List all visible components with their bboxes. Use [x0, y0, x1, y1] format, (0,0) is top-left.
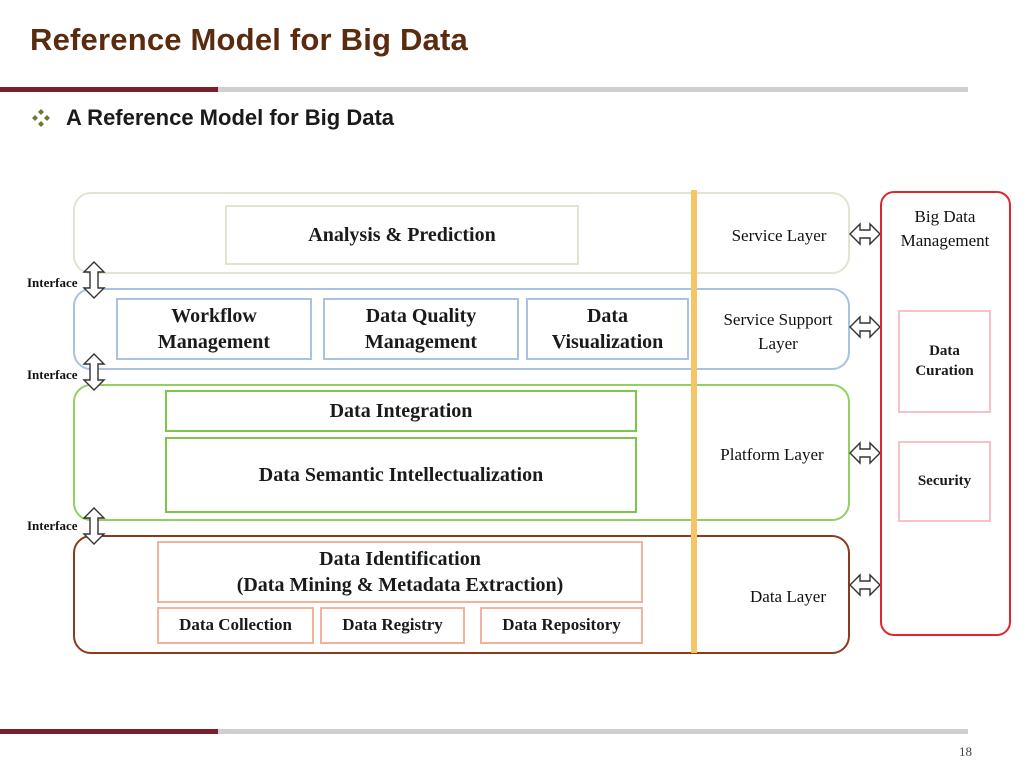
interface-label-1: Interface — [27, 275, 78, 290]
slide-title: Reference Model for Big Data — [30, 22, 468, 57]
security-box: Security — [898, 441, 991, 522]
bottom-rule — [0, 729, 968, 734]
data-integration-label: Data Integration — [329, 400, 473, 422]
data-semantic-intellectualization-box: Data Semantic Intellectualization — [165, 437, 637, 513]
data-quality-management-box: Data Quality Management — [323, 298, 519, 360]
data-registry-box: Data Registry — [320, 607, 465, 644]
data-collection-box: Data Collection — [157, 607, 314, 644]
data-semantic-intellectualization-label: Data Semantic Intellectualization — [258, 464, 544, 486]
bullet-text: A Reference Model for Big Data — [66, 105, 395, 131]
data-collection-label: Data Collection — [179, 615, 292, 635]
big-data-management-panel — [880, 191, 1011, 636]
data-identification-label: Data Identification — [319, 548, 481, 570]
interface-label-2: Interface — [27, 367, 78, 382]
security-label: Security — [917, 472, 972, 489]
diamond-bullet-icon — [32, 109, 50, 128]
service-support-layer-label: Service Support Layer — [723, 310, 833, 353]
data-curation-label: Data Curation — [915, 343, 974, 379]
bullet-item: A Reference Model for Big Data — [30, 104, 394, 131]
data-visualization-box: Data Visualization — [526, 298, 689, 360]
data-repository-label: Data Repository — [502, 615, 621, 635]
data-repository-box: Data Repository — [480, 607, 643, 644]
workflow-management-label: Workflow Management — [157, 305, 271, 353]
interface-arrow-icon — [82, 261, 106, 545]
analysis-prediction-box: Analysis & Prediction — [225, 205, 579, 265]
data-registry-label: Data Registry — [342, 615, 443, 635]
page-number: 18 — [959, 744, 972, 759]
data-curation-box: Data Curation — [898, 310, 991, 413]
horizontal-arrow-icon — [849, 222, 881, 597]
data-layer-label: Data Layer — [750, 587, 826, 606]
data-integration-box: Data Integration — [165, 390, 637, 432]
big-data-management-title: Big Data Management — [900, 207, 990, 250]
platform-layer-label: Platform Layer — [720, 445, 824, 464]
workflow-management-box: Workflow Management — [116, 298, 312, 360]
interface-label-3: Interface — [27, 518, 78, 533]
layer-divider-bar — [691, 190, 697, 653]
data-quality-management-label: Data Quality Management — [364, 305, 478, 353]
data-identification-box: Data Identification (Data Mining & Metad… — [157, 541, 643, 603]
top-rule — [0, 87, 968, 92]
analysis-prediction-label: Analysis & Prediction — [308, 224, 496, 246]
data-visualization-label: Data Visualization — [551, 305, 664, 353]
service-layer-label: Service Layer — [731, 226, 827, 245]
data-mining-metadata-label: (Data Mining & Metadata Extraction) — [236, 574, 564, 596]
